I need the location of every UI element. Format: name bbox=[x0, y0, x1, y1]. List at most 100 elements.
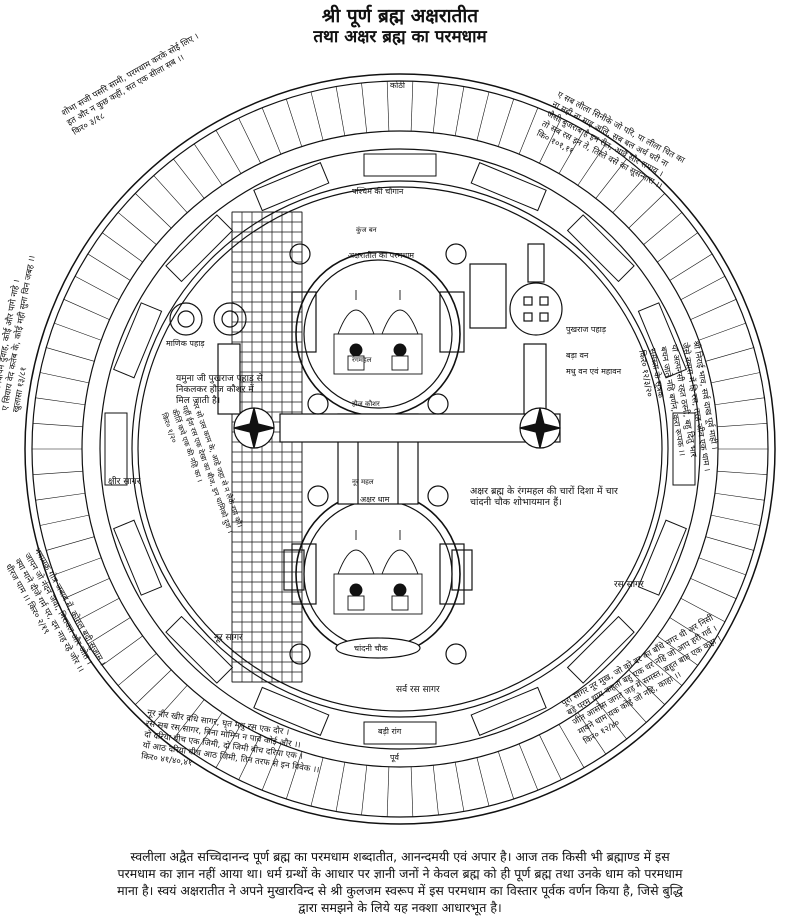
hatch-line bbox=[153, 175, 188, 213]
page-title: श्री पूर्ण ब्रह्म अक्षरातीत bbox=[321, 5, 479, 27]
hatch-line bbox=[102, 232, 143, 263]
hatch-line bbox=[705, 347, 754, 362]
hatch-line bbox=[310, 757, 324, 807]
hatch-line bbox=[361, 82, 368, 133]
label-ksheer-sagar: क्षीर सागर bbox=[108, 475, 141, 487]
sagar-box bbox=[470, 162, 547, 212]
hatch-line bbox=[577, 143, 607, 186]
hatch-line bbox=[117, 212, 157, 245]
caption: स्वलीला अद्वैत सच्चिदानन्द पूर्ण ब्रह्म … bbox=[117, 849, 683, 915]
hatch-line bbox=[74, 275, 120, 300]
hatch-line bbox=[74, 598, 120, 623]
hatch-line bbox=[595, 699, 627, 740]
sagar-box bbox=[637, 302, 687, 379]
sagar-box bbox=[165, 615, 234, 684]
hatch-line bbox=[669, 617, 713, 645]
hatch-line bbox=[238, 734, 261, 780]
hatch-line bbox=[135, 669, 172, 705]
hatch-line bbox=[35, 492, 86, 501]
hatch-line bbox=[657, 635, 698, 666]
hatch-line bbox=[54, 322, 102, 341]
hatch-line bbox=[595, 158, 627, 199]
cross-path bbox=[279, 413, 561, 443]
hatch-line bbox=[717, 423, 768, 428]
hatch-line bbox=[657, 232, 698, 263]
inner-ring bbox=[131, 180, 669, 718]
hatch-line bbox=[173, 699, 205, 740]
hatch-line bbox=[690, 578, 737, 599]
temple-pictogram bbox=[333, 290, 423, 375]
hatch-line bbox=[361, 765, 368, 816]
hatch-line bbox=[680, 598, 726, 623]
sagar-box bbox=[253, 686, 330, 736]
hatch-line bbox=[87, 617, 131, 645]
pukhraj-pahad bbox=[509, 282, 563, 336]
label-west-ground: पश्चिम की चौगान bbox=[352, 186, 404, 196]
yamuna-note: यमुना जी पुखराज पहाड़ से निकलकर हौज कौशर… bbox=[176, 374, 263, 406]
label-bada-van: बड़ा वन bbox=[566, 351, 589, 360]
hatch-line bbox=[32, 470, 83, 475]
label-akshar-dham: अक्षर धाम bbox=[360, 495, 390, 504]
hatch-line bbox=[173, 158, 205, 199]
hatch-line bbox=[285, 751, 303, 800]
hatch-line bbox=[153, 685, 188, 723]
hatch-line bbox=[577, 712, 607, 755]
hatch-line bbox=[710, 514, 761, 526]
hatch-line bbox=[135, 193, 172, 229]
hatch-line bbox=[117, 653, 157, 686]
yamuna-channel bbox=[217, 343, 241, 415]
hatch-line bbox=[386, 766, 390, 817]
hatch-line bbox=[63, 299, 110, 320]
hatch-line bbox=[558, 130, 585, 174]
hatch-line bbox=[54, 557, 102, 576]
hatch-line bbox=[32, 423, 83, 428]
hatch-line bbox=[714, 492, 765, 501]
label-hauz-kausar: हौज कौशर bbox=[352, 399, 380, 408]
label-kuhan: कुंज बन bbox=[356, 226, 377, 234]
hatch-line bbox=[102, 635, 143, 666]
sagar-box bbox=[104, 412, 128, 486]
hatch-line bbox=[476, 757, 490, 807]
hatch-line bbox=[386, 81, 390, 132]
hatch-line bbox=[193, 712, 223, 755]
hatch-line bbox=[714, 397, 765, 406]
hatch-line bbox=[46, 347, 95, 362]
hatch-line bbox=[454, 86, 465, 136]
hatch-line bbox=[518, 743, 539, 791]
inner-ring-2 bbox=[137, 186, 663, 712]
label-nur-mahal: नूर महल bbox=[352, 478, 374, 486]
hatch-line bbox=[39, 372, 90, 384]
hatch-line bbox=[215, 724, 242, 768]
manik-pahad bbox=[169, 302, 203, 336]
hatch-line bbox=[698, 322, 746, 341]
hatch-line bbox=[643, 212, 683, 245]
hatch-line bbox=[335, 86, 346, 136]
animal-panel bbox=[469, 263, 507, 329]
sagar-box bbox=[363, 153, 437, 177]
page-subtitle: तथा अक्षर ब्रह्म का परमधाम bbox=[313, 27, 487, 47]
hatch-line bbox=[539, 734, 562, 780]
label-ras-sagar: रस सागर bbox=[614, 580, 644, 590]
sagar-box bbox=[566, 214, 635, 283]
hatch-line bbox=[87, 253, 131, 281]
sagar-box bbox=[470, 686, 547, 736]
hatch-line bbox=[612, 175, 647, 213]
label-nur-sagar: नूर सागर bbox=[214, 633, 243, 643]
hatch-line bbox=[698, 557, 746, 576]
hatch-line bbox=[432, 82, 439, 133]
hatch-line bbox=[558, 724, 585, 768]
hatch-line bbox=[238, 118, 261, 164]
right-channel bbox=[523, 343, 547, 415]
hatch-line bbox=[518, 107, 539, 155]
label-pukhraj-pahad: पुखराज पहाड़ bbox=[566, 325, 607, 335]
hatch-line bbox=[476, 91, 490, 141]
label-akshar-paramdham: अक्षरातीत का परमधाम bbox=[348, 250, 414, 260]
hatch-line bbox=[335, 762, 346, 812]
hatch-line bbox=[628, 669, 665, 705]
hatch-line bbox=[669, 253, 713, 281]
hatch-line bbox=[705, 536, 754, 551]
hatch-line bbox=[410, 766, 414, 817]
chandni-chowk-oval bbox=[335, 637, 421, 659]
hatch-line bbox=[628, 193, 665, 229]
hatch-line bbox=[39, 514, 90, 526]
